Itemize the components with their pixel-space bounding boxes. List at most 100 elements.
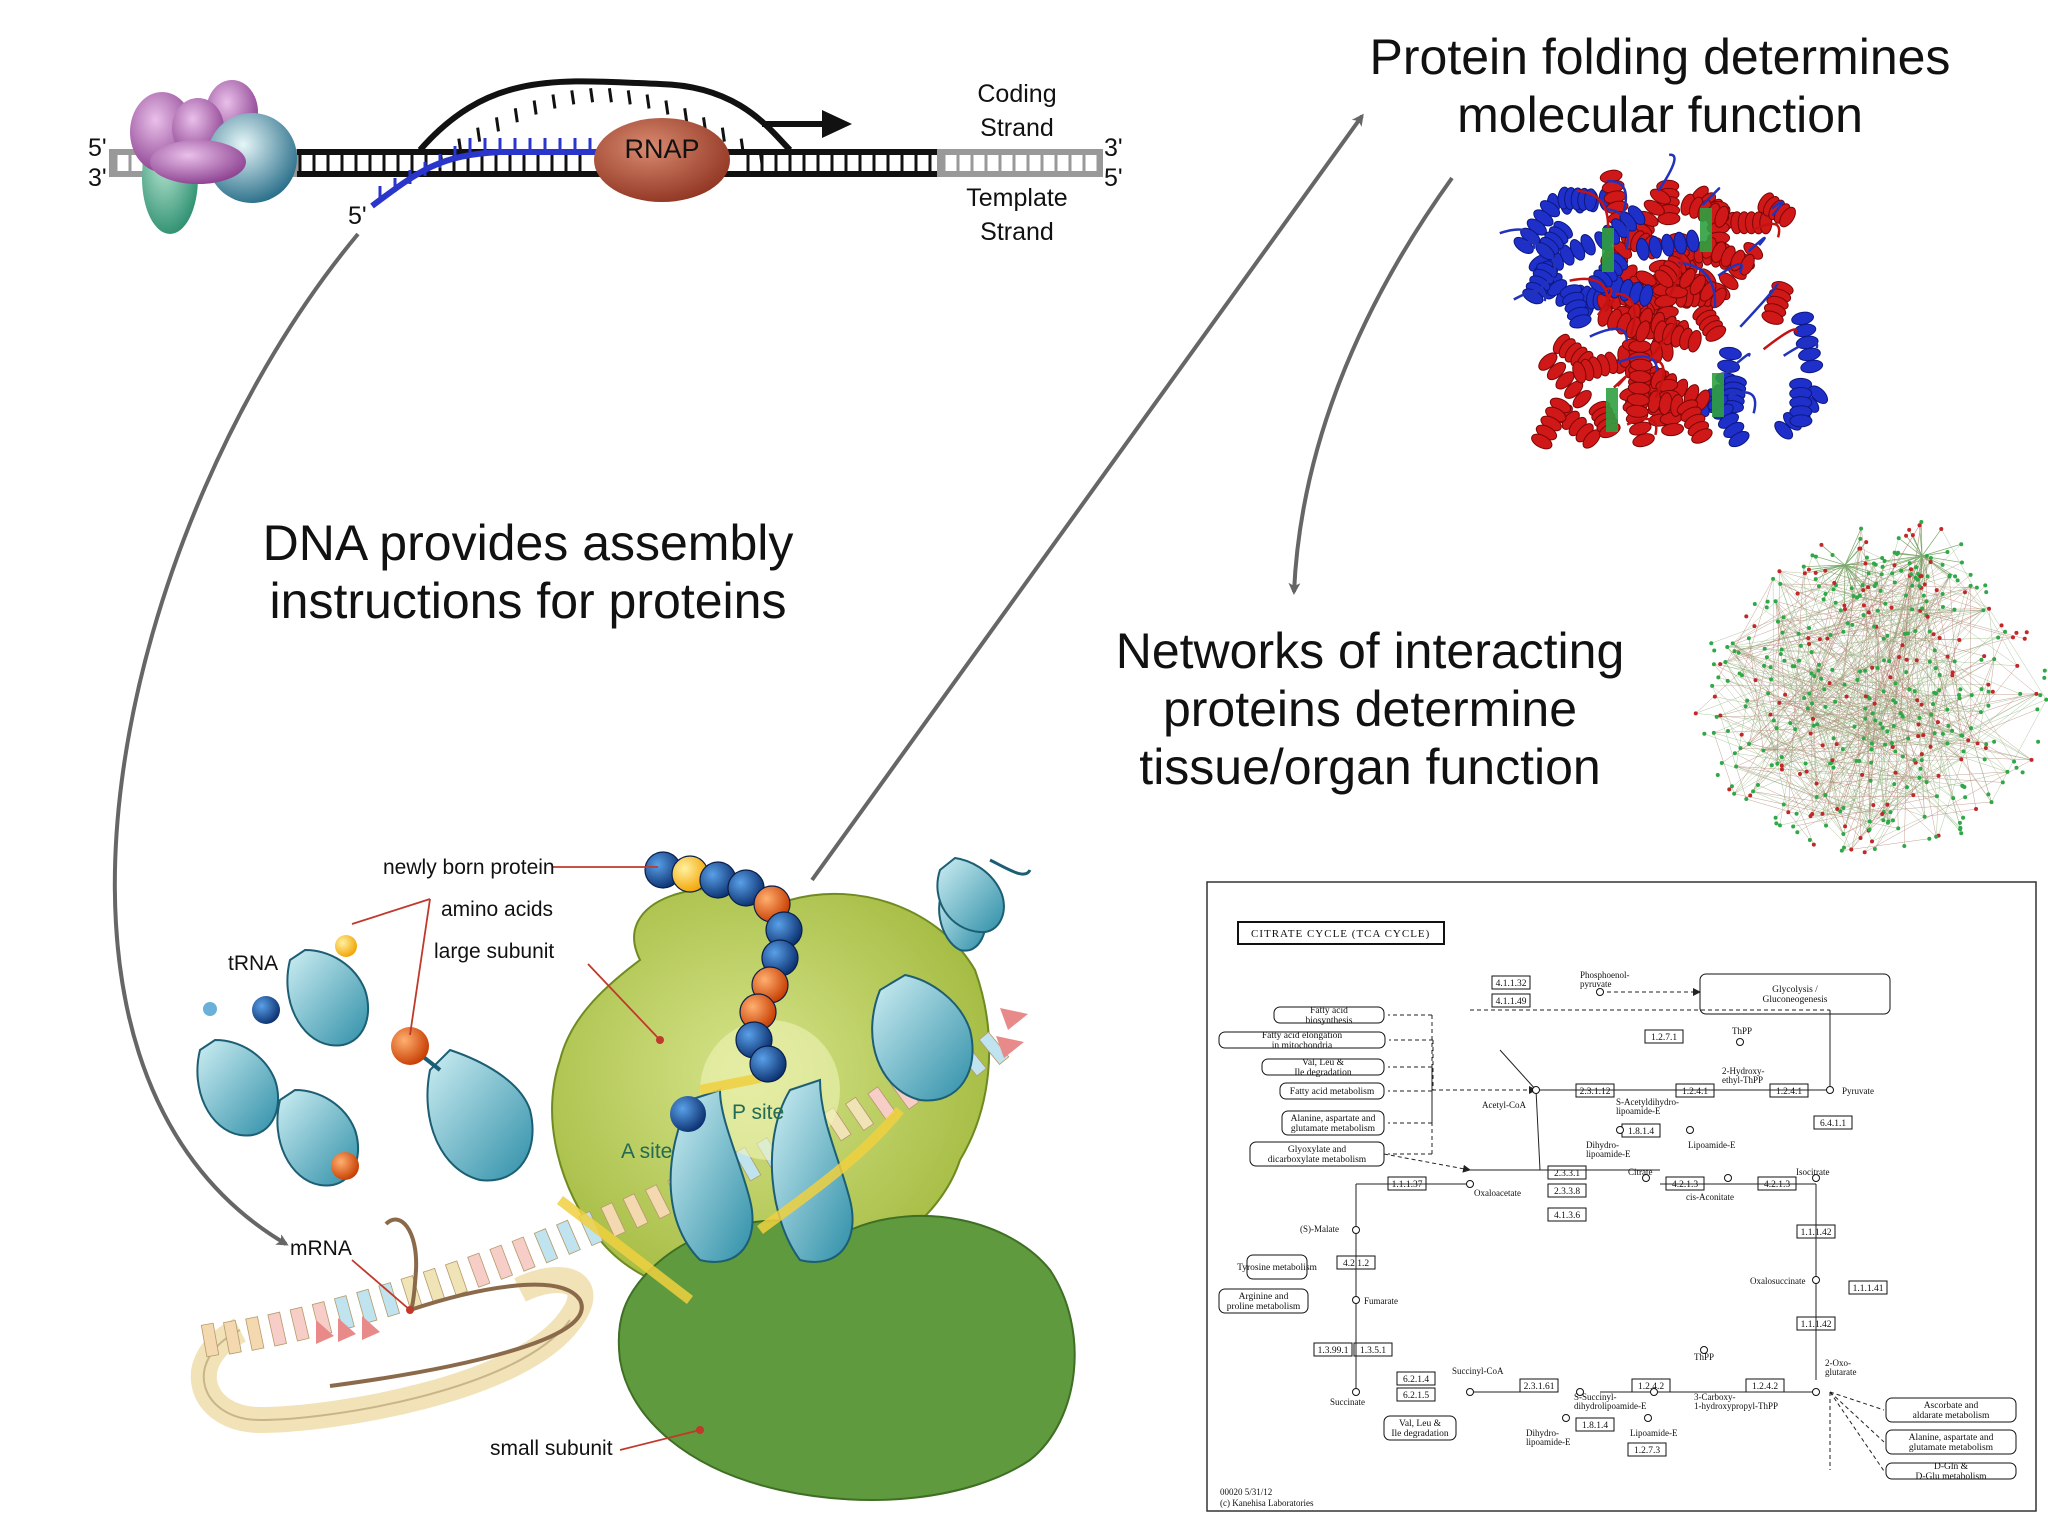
network-node — [1885, 802, 1890, 807]
network-edge — [1780, 653, 1858, 681]
protein-loop — [1589, 327, 1628, 342]
network-node — [1879, 572, 1884, 577]
network-node — [1712, 694, 1717, 699]
network-edge — [1910, 555, 1923, 575]
network-edge — [1720, 609, 1955, 716]
network-node — [1857, 759, 1862, 764]
network-node — [1719, 761, 1724, 766]
enzyme-box — [1313, 1342, 1353, 1357]
network-edge — [1732, 557, 1868, 644]
network-node — [1869, 741, 1874, 746]
network-edge — [1930, 557, 1971, 576]
network-node — [1862, 850, 1867, 855]
network-node — [1893, 681, 1898, 686]
coding-strand-label-1: Coding — [977, 80, 1056, 108]
network-node — [2036, 739, 2041, 744]
mrna-nucleotide — [533, 1228, 559, 1264]
network-node — [1959, 757, 1964, 762]
network-node — [1882, 558, 1887, 563]
network-node — [1712, 648, 1717, 653]
network-edge — [1808, 643, 1908, 788]
network-node — [1813, 570, 1818, 575]
compound-node — [1736, 1038, 1744, 1046]
network-node — [1833, 699, 1838, 704]
network-node — [1969, 693, 1974, 698]
protein-helix — [1572, 351, 1619, 384]
network-edge — [1900, 575, 1910, 714]
network-node — [1806, 567, 1811, 572]
network-node — [1978, 710, 1983, 715]
compound-label: Succinate — [1330, 1397, 1365, 1407]
network-node — [1992, 657, 1997, 662]
network-edge — [1811, 609, 1846, 704]
pathway-box-label: Ascorbate and — [1924, 1401, 1979, 1411]
network-edge — [1832, 557, 1932, 761]
label-5prime-rna: 5' — [348, 202, 367, 230]
network-node — [1871, 803, 1876, 808]
network-node — [1823, 704, 1828, 709]
network-edge — [1781, 769, 1846, 827]
network-node — [1795, 591, 1800, 596]
heme-group — [1606, 388, 1618, 432]
network-node — [1896, 536, 1901, 541]
network-edge — [1832, 521, 1922, 670]
network-node — [2012, 759, 2017, 764]
network-node — [1830, 667, 1835, 672]
network-node — [1863, 716, 1868, 721]
network-node — [1931, 632, 1936, 637]
network-node — [1863, 668, 1868, 673]
network-edge — [1720, 637, 2014, 716]
protein-loop — [1615, 292, 1636, 336]
network-node — [1840, 747, 1845, 752]
network-node — [1952, 607, 1957, 612]
dna-right-gray — [937, 149, 1103, 177]
pathway-box-label: Tyrosine metabolism — [1237, 1263, 1317, 1273]
codon-direction-markers — [316, 1008, 1028, 1344]
network-node — [1927, 836, 1932, 841]
network-edge — [1775, 601, 1962, 760]
network-edge — [1755, 670, 1819, 681]
enzyme-box — [1813, 1115, 1853, 1130]
network-node — [1915, 577, 1920, 582]
network-node — [1953, 574, 1958, 579]
network-node — [1725, 728, 1730, 733]
network-node — [1872, 846, 1877, 851]
network-edge — [1844, 564, 1864, 591]
network-node — [1919, 752, 1924, 757]
network-node — [1781, 802, 1786, 807]
enzyme-label: 4.1.1.49 — [1496, 997, 1527, 1007]
protein-loop — [1657, 153, 1676, 192]
network-edge — [1921, 555, 1963, 563]
network-node — [1738, 746, 1743, 751]
network-node — [1904, 657, 1909, 662]
network-node — [1857, 593, 1862, 598]
network-node — [1860, 772, 1865, 777]
network-node — [1945, 654, 1950, 659]
label-a-site: A site — [621, 1140, 672, 1163]
network-node — [1885, 820, 1890, 825]
network-edge — [1921, 528, 1942, 557]
external-pathway-box — [1261, 1058, 1385, 1076]
network-edge — [1847, 622, 1920, 719]
compound-label: ethyl-ThPP — [1722, 1075, 1763, 1085]
network-node — [1771, 576, 1776, 581]
network-node — [1830, 758, 1835, 763]
network-edge — [1721, 633, 1905, 764]
network-node — [1791, 824, 1796, 829]
network-node — [1892, 782, 1897, 787]
network-node — [1745, 698, 1750, 703]
compound-label: 3-Carboxy- — [1694, 1392, 1736, 1402]
network-node — [1817, 637, 1822, 642]
network-edge — [1843, 575, 1910, 835]
external-pathway-box — [1885, 1429, 2017, 1455]
pathway-box-label: Ile degradation — [1391, 1429, 1448, 1439]
network-node — [2034, 691, 2039, 696]
pathway-box-label: Fatty acid elongation — [1262, 1031, 1342, 1041]
transcription-factor-cluster — [130, 80, 297, 234]
network-node — [1854, 758, 1859, 763]
network-edge — [1822, 560, 1885, 814]
network-node — [1945, 549, 1950, 554]
translocation-arrow — [556, 1196, 694, 1304]
enzyme-label: 1.8.1.4 — [1628, 1127, 1654, 1137]
